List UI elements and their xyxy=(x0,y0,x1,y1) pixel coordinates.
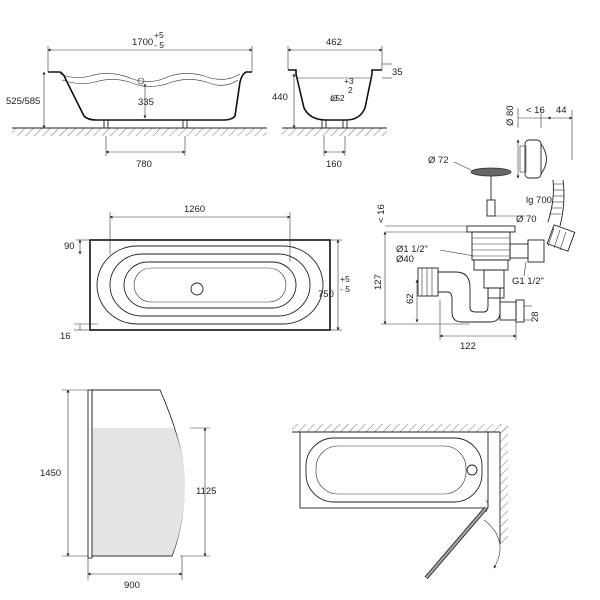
bath-screen-view: 1450 1125 900 xyxy=(40,389,216,591)
wall-top xyxy=(292,424,508,432)
top-width-label: 750 xyxy=(318,289,334,300)
overflow-max-label: < 16 xyxy=(526,105,545,116)
floor-hatch-end xyxy=(282,128,387,136)
depth-label: 335 xyxy=(138,97,154,108)
height-62-label: 62 xyxy=(405,293,416,304)
screen-glass xyxy=(93,428,186,555)
thread-2-label: G1 1/2" xyxy=(512,276,544,287)
length-tol-plus: +5 xyxy=(154,30,164,40)
width-122-label: 122 xyxy=(460,341,476,352)
overflow-depth-label: 44 xyxy=(556,105,567,116)
end-tol-minus: 2 xyxy=(348,85,353,95)
drain-diam-label: ø52 xyxy=(330,93,345,103)
trap-inlet xyxy=(417,267,439,297)
top-max-label: < 16 xyxy=(376,204,387,223)
cap-diam-label: Ø 72 xyxy=(428,155,449,166)
length-tol-minus: - 5 xyxy=(154,40,164,50)
drain-cap xyxy=(470,167,512,177)
inner-length-label: 1260 xyxy=(184,204,205,215)
floor-hatch xyxy=(12,128,267,136)
leg-spacing-label: 780 xyxy=(136,159,152,170)
tub-end-outline xyxy=(288,69,382,121)
side-view: 1700 +5 - 5 525/585 335 780 xyxy=(6,30,267,170)
thread-1-label: Ø1 1/2" xyxy=(396,244,428,255)
tub-side-outline xyxy=(48,71,252,121)
hose-length-label: lg 700 xyxy=(526,195,552,206)
screen-width-label: 900 xyxy=(124,580,140,591)
top-view: 1260 90 16 750 +5 - 5 xyxy=(60,204,350,342)
head-offset-label: 90 xyxy=(64,241,75,252)
end-height-label: 440 xyxy=(272,92,288,103)
trap-body xyxy=(451,288,501,323)
tub-top-outline xyxy=(89,239,331,331)
height-127-label: 127 xyxy=(373,274,384,290)
overflow-diam-label: Ø 80 xyxy=(505,105,516,126)
end-width-label: 462 xyxy=(326,37,342,48)
end-view: 462 35 440 +3 2 ø52 160 xyxy=(272,37,403,170)
tub-plan xyxy=(299,431,489,509)
top-tol-plus: +5 xyxy=(340,274,350,284)
end-leg-spacing-label: 160 xyxy=(326,159,342,170)
rim-label: 35 xyxy=(392,67,403,78)
length-label: 1700 xyxy=(132,37,153,48)
screen-height-label: 1450 xyxy=(40,468,61,479)
foot-offset-label: 16 xyxy=(60,331,71,342)
plan-installation-view xyxy=(292,424,508,580)
end-tol-plus: +3 xyxy=(344,76,354,86)
glass-height-label: 1125 xyxy=(196,486,216,497)
screen-profile xyxy=(87,389,93,559)
height-label: 525/585 xyxy=(6,96,40,107)
wall-right xyxy=(500,424,508,544)
drain-flange xyxy=(466,225,516,233)
body-diam-label: Ø 70 xyxy=(516,214,537,225)
top-tol-minus: - 5 xyxy=(340,284,350,294)
overflow-head xyxy=(524,139,542,179)
diam-40-label: Ø40 xyxy=(396,254,414,265)
height-28-label: 28 xyxy=(530,311,541,322)
drain-assembly: < 16 44 Ø 80 lg 700 Ø 72 Ø 70 xyxy=(373,105,576,352)
